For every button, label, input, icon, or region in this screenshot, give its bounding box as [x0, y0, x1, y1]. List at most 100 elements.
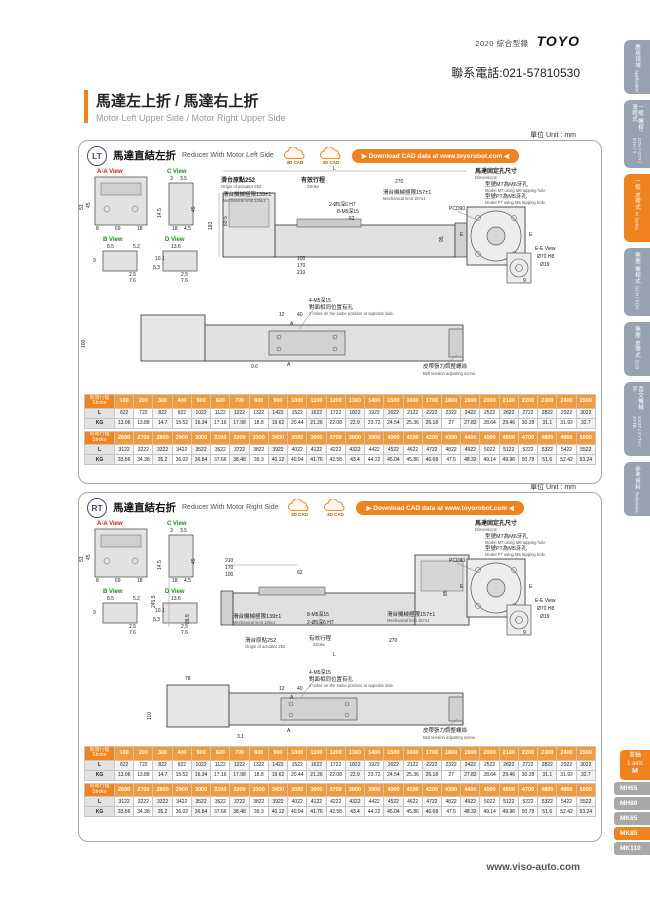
panel-title-zh: 馬達直結右折	[113, 502, 176, 514]
drawing-label: 7.6	[181, 630, 188, 636]
drawing-label: 18	[172, 226, 178, 232]
drawing-label: 69	[115, 226, 121, 232]
cad-label: 3D CAD	[322, 159, 340, 165]
drawing-label: 100	[81, 339, 87, 348]
drawing-label: 有效行程	[309, 636, 332, 642]
cad-cloud-icon[interactable]: 3D CAD	[316, 146, 346, 165]
drawing-label: 14.5	[157, 208, 163, 218]
drawing-label: 8-M5深15	[307, 612, 329, 618]
drawing-label: 100	[297, 256, 306, 262]
model-item-mk65[interactable]: MK65	[614, 811, 650, 825]
cad-cloud-icon[interactable]: 3D CAD	[280, 146, 310, 165]
drawing-label: 53	[79, 556, 85, 562]
drawing-label: 210	[297, 270, 306, 276]
drawing-label: 110	[147, 712, 153, 720]
drawing-label: L	[333, 652, 336, 658]
drawing-label: 有效行程	[301, 178, 326, 184]
cad-cloud-icon[interactable]: 3D CAD	[320, 498, 350, 517]
drawing-label: 100	[225, 572, 234, 578]
drawing-label: 對面相同位置有孔	[309, 677, 354, 683]
drawing-label: 45	[191, 206, 197, 212]
page-title-block: 馬達左上折 / 馬達右上折 Motor Left Upper Side / Mo…	[84, 90, 286, 123]
drawing-label: 馬達固定孔尺寸	[475, 521, 518, 527]
drawing-label: 2-Ø5深6 H7	[307, 620, 334, 626]
drawing-label: 8.5	[107, 596, 114, 602]
drawing-label: A	[287, 728, 291, 734]
model-item-mk110[interactable]: MK110	[614, 841, 650, 855]
model-item-mh80[interactable]: MH80	[614, 796, 650, 810]
tab-label-zh: 一般 螺桿/導程式	[631, 104, 644, 133]
drawing-label: 滑台機械極限157±1	[387, 612, 436, 618]
drawing-label: 滑台原點252	[245, 638, 277, 644]
drawing-label: 45	[86, 202, 92, 208]
drawing-label: 滑台原點252	[221, 178, 256, 184]
drawing-label: 40	[297, 312, 303, 318]
drawing-label: Mechanical limit 157±1	[383, 196, 426, 201]
panel-title-en: Reducer With Motor Left Side	[182, 152, 274, 159]
drawing-label: 45	[86, 554, 92, 560]
drawing-label: A-A View	[97, 521, 123, 527]
drawing-label: 13.6	[171, 596, 181, 602]
drawing-label: E-E View	[535, 598, 556, 604]
drawing-label: 4.5	[184, 226, 191, 232]
panel-motor-left-upper: LT 馬達直結左折 Reducer With Motor Left Side 3…	[78, 140, 602, 484]
drawing-label: Stroke	[307, 184, 320, 189]
download-cad-link[interactable]: ▶ Download CAD data at www.toyorobot.com…	[351, 148, 520, 163]
drawing-label: Model P7 using M5 tapping hole	[485, 200, 545, 205]
drawing-label: Ø19	[540, 614, 550, 620]
drawing-label: 型號M7為M6牙孔	[485, 182, 528, 188]
drawing-label: 10.1	[155, 256, 165, 262]
drawing-label: Ø70 H8	[537, 254, 555, 260]
drawing-label: 62	[297, 570, 303, 576]
model-item-mk85[interactable]: MK85	[614, 826, 650, 840]
unit-label: 單位 Unit : mm	[530, 132, 576, 139]
tab-label-en: Reference	[634, 492, 640, 513]
drawing-label: 95	[439, 236, 445, 242]
drawing-label: L	[333, 166, 336, 172]
page-subtitle: Motor Left Upper Side / Motor Right Uppe…	[96, 113, 286, 123]
drawing-label: 皮帶張力調整螺絲	[423, 728, 468, 734]
drawing-label: 40	[297, 686, 303, 692]
tab-label-en: M Series	[634, 212, 640, 230]
drawing-label: 7.6	[129, 278, 136, 284]
cad-cloud-icon[interactable]: 3D CAD	[284, 498, 314, 517]
drawing-label: 3.5	[180, 176, 187, 182]
drawing-label: 3	[170, 528, 173, 534]
drawing-label: 12	[279, 686, 285, 692]
drawing-label: 2.5	[181, 272, 188, 278]
drawing-label: 型號P7為M5牙孔	[485, 546, 527, 552]
drawing-label: 9	[93, 258, 96, 264]
cad-label: 3D CAD	[291, 511, 308, 517]
model-item-mh65[interactable]: MH65	[614, 781, 650, 795]
drawing-label: Dimensions	[475, 527, 497, 532]
drawing-label: 7.6	[129, 630, 136, 636]
drawing-label: 2.5	[129, 624, 136, 630]
drawing-label: 18	[137, 226, 143, 232]
drawing-label: 245.5	[151, 595, 157, 608]
drawing-shapes	[94, 170, 532, 368]
drawing-label: Mechanical limit 139±1	[233, 620, 276, 625]
drawing-label: 12	[279, 312, 285, 318]
drawing-label: 6.3	[153, 265, 160, 271]
cad-label: 3D CAD	[286, 159, 304, 165]
drawing-label: 8	[96, 578, 99, 584]
drawing-label: 9	[523, 278, 526, 284]
drawing-label: B View	[103, 589, 123, 595]
panel-badge-rt: RT	[87, 497, 107, 518]
drawing-label: 9.6	[251, 364, 258, 370]
download-cad-link[interactable]: ▶ Download CAD data at www.toyorobot.com…	[356, 500, 524, 515]
drawing-label: 2-Ø5深6 H7	[329, 202, 356, 208]
